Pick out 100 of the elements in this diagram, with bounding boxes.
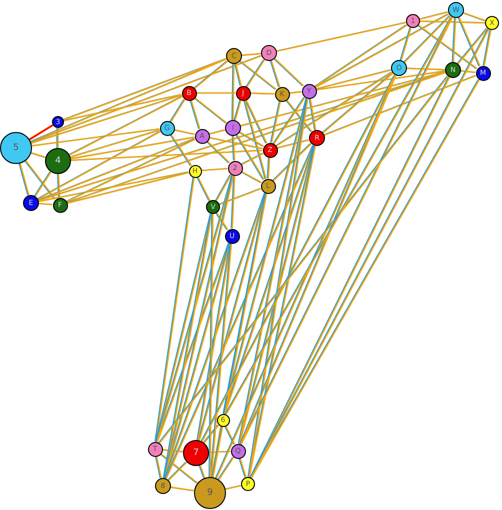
network-edge	[400, 28, 412, 60]
network-edge	[248, 146, 316, 478]
graph-node	[194, 477, 226, 509]
network-edge	[32, 128, 160, 147]
network-edge	[57, 128, 59, 148]
graph-node	[0, 132, 32, 164]
network-edge	[170, 98, 186, 122]
network-edge	[159, 76, 449, 444]
network-edge	[196, 92, 236, 94]
node-label: 4	[55, 156, 61, 166]
network-edge	[194, 60, 228, 89]
graph-node	[406, 14, 420, 28]
network-edge	[25, 160, 56, 200]
network-edge	[204, 424, 220, 444]
graph-node	[225, 120, 241, 136]
network-edge	[69, 96, 183, 156]
network-edge	[270, 101, 282, 143]
graph-node	[194, 128, 210, 144]
graph-node	[485, 16, 499, 30]
network-edge	[225, 426, 236, 444]
network-edge	[420, 20, 486, 24]
network-edge	[216, 212, 228, 230]
network-edge	[70, 136, 195, 160]
graph-node	[260, 178, 276, 194]
graph-node	[182, 86, 196, 100]
network-edge	[324, 75, 476, 136]
network-edge	[38, 131, 161, 200]
network-edge	[218, 456, 234, 480]
network-edge	[67, 172, 189, 204]
network-edge	[29, 124, 54, 140]
network-edge	[420, 11, 448, 20]
network-edge	[241, 171, 262, 183]
network-edge	[234, 100, 242, 120]
network-edge	[202, 74, 396, 442]
network-edge	[38, 172, 189, 202]
network-edge	[316, 69, 392, 90]
network-edge	[232, 175, 236, 229]
graph-node	[188, 164, 202, 178]
network-edge	[316, 70, 446, 91]
network-edge	[250, 92, 275, 94]
graph-node	[230, 444, 246, 458]
network-edge	[212, 193, 268, 478]
network-edge	[197, 243, 232, 440]
network-edge	[156, 175, 234, 442]
network-edge	[194, 97, 228, 124]
network-edge	[201, 168, 228, 172]
network-edge	[225, 484, 242, 490]
graph-node	[148, 442, 162, 456]
network-edge	[30, 58, 227, 142]
graph-node	[183, 440, 209, 466]
network-edge	[70, 130, 160, 158]
network-edge	[208, 450, 231, 454]
network-edge	[156, 242, 230, 442]
network-edge	[242, 53, 262, 56]
network-edge	[322, 72, 394, 134]
graph-node	[52, 116, 64, 128]
graph-node	[262, 142, 278, 158]
graph-node	[445, 62, 461, 78]
network-edge	[246, 100, 268, 144]
node-label: 5	[13, 144, 19, 152]
network-edge	[314, 24, 408, 88]
node-label: 9	[207, 488, 213, 498]
network-edge	[484, 30, 492, 66]
network-edge	[406, 68, 446, 70]
network-edge	[458, 17, 481, 66]
network-edge	[418, 24, 478, 70]
network-edge	[198, 193, 267, 441]
network-edge	[64, 94, 182, 122]
network-edge	[248, 98, 308, 478]
graph-node	[160, 120, 174, 136]
graph-node	[391, 60, 407, 76]
graph-node	[224, 228, 240, 244]
network-edge	[289, 91, 302, 94]
graph-node	[45, 148, 71, 174]
network-edge	[58, 174, 60, 198]
network-edge	[404, 15, 451, 63]
network-edge	[240, 458, 247, 478]
network-edge	[197, 176, 210, 201]
network-edge	[155, 177, 195, 442]
network-edge	[240, 71, 446, 127]
network-edge	[190, 100, 200, 129]
network-edge	[162, 449, 184, 452]
graph-node	[274, 86, 290, 102]
network-edge	[210, 214, 214, 477]
network-edge	[170, 134, 192, 166]
network-edge	[286, 100, 312, 132]
network-edge	[174, 129, 195, 135]
network-edge	[210, 243, 232, 478]
network-edge	[240, 75, 396, 444]
network-edge	[66, 138, 196, 202]
node-label: 7	[193, 448, 199, 458]
graph-node	[206, 200, 220, 214]
network-edge	[239, 146, 316, 444]
network-edge	[212, 426, 223, 478]
network-edge	[216, 174, 232, 202]
network-edge	[31, 152, 46, 158]
network-edge	[310, 98, 316, 130]
graph-node	[216, 414, 230, 426]
network-edge	[219, 188, 262, 206]
network-edge	[164, 214, 212, 478]
